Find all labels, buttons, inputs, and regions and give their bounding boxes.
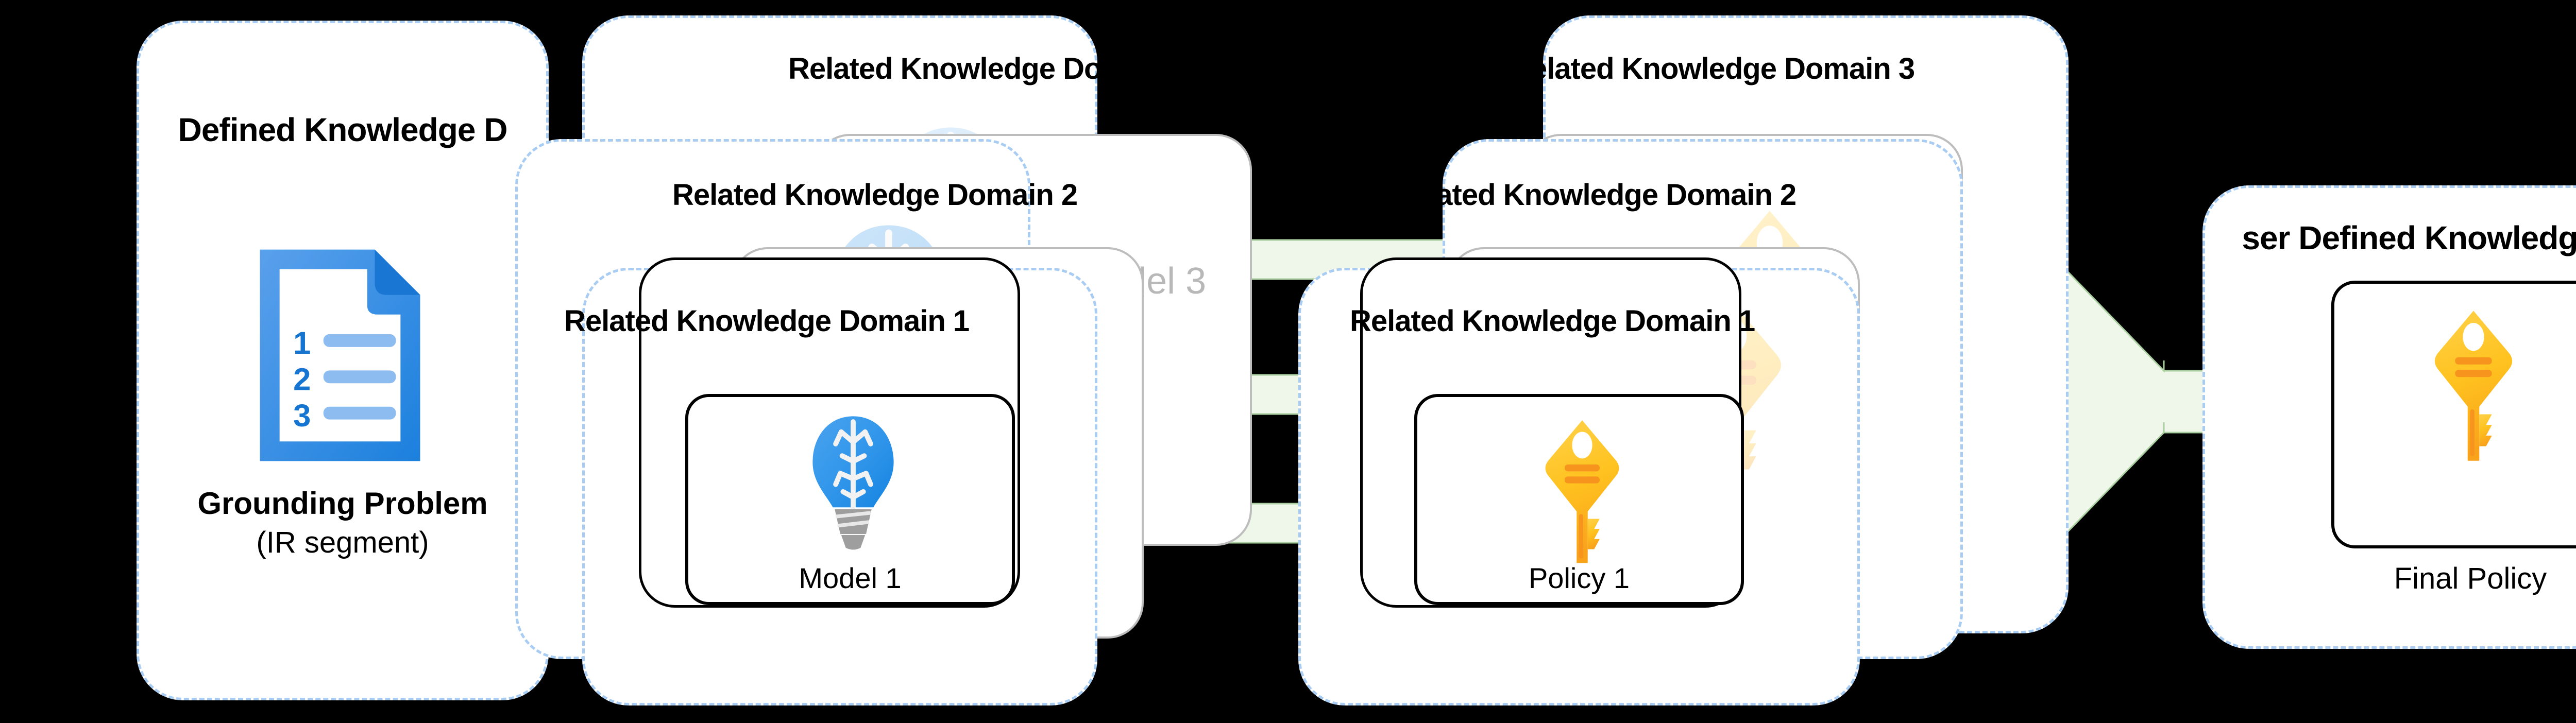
card-title-model-domain-1: Related Knowledge Domain 1 (564, 304, 970, 338)
card-title-model-domain-2: Related Knowledge Domain 2 (672, 178, 1078, 212)
card-title-policy-domain-2: Related Knowledge Domain 2 (1391, 178, 1797, 212)
final-policy-label: Final Policy (2394, 562, 2547, 595)
grounding-problem-caption: Grounding Problem (IR segment) (116, 484, 569, 562)
item-policy-1[interactable]: Policy 1 (1414, 394, 1744, 605)
panel-title-final: ser Defined Knowledge Doma (2242, 219, 2576, 256)
item-model-1[interactable]: Model 1 (685, 394, 1015, 605)
card-title-policy-domain-3: Related Knowledge Domain 3 (1510, 52, 1915, 85)
card-title-policy-domain-1: Related Knowledge Domain 1 (1350, 304, 1755, 338)
key-icon (1533, 417, 1631, 569)
panel-title-input: Defined Knowledge D (178, 111, 508, 148)
card-title-model-domain-3: Related Knowledge Domain 3 (788, 52, 1194, 85)
item-final-policy[interactable] (2331, 281, 2576, 548)
caption-line-1: Grounding Problem (197, 486, 488, 521)
lightbulb-neural-icon (795, 414, 911, 552)
caption-line-2: (IR segment) (256, 526, 429, 559)
item-label-model-1: Model 1 (799, 562, 902, 594)
key-icon-final (2425, 307, 2522, 467)
document-list-icon (227, 242, 453, 469)
item-label-policy-1: Policy 1 (1528, 562, 1630, 594)
